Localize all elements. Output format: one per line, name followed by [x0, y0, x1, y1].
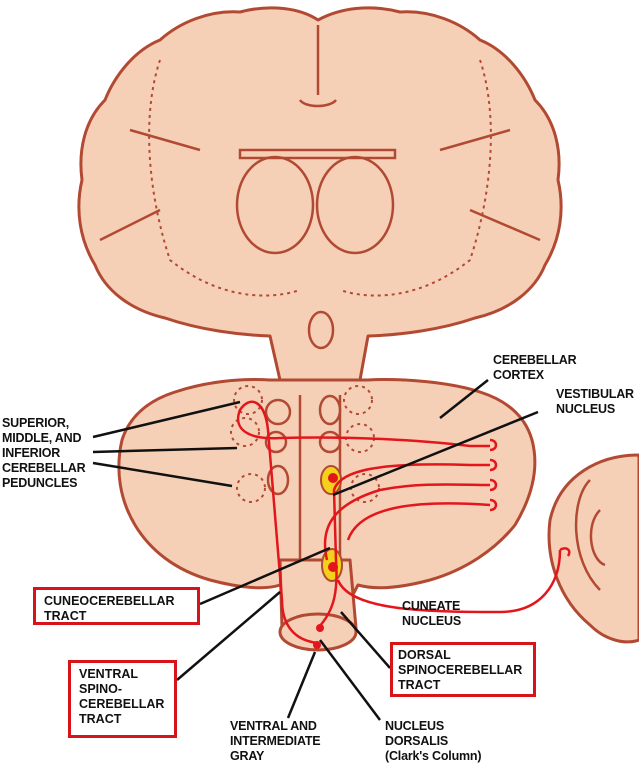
label-line: VENTRAL [79, 667, 139, 681]
ventral-spinocerebellar-tract-path [237, 400, 490, 645]
label-ventral-intermediate-gray: VENTRAL AND INTERMEDIATE GRAY [230, 719, 321, 764]
label-line: CEREBELLAR [79, 697, 165, 711]
label-line: TRACT [398, 678, 441, 692]
label-dorsal-spinocerebellar-tract: DORSAL SPINOCEREBELLAR TRACT [390, 642, 536, 697]
label-line: CUNEOCEREBELLAR [44, 594, 175, 608]
label-line: PEDUNCLES [2, 476, 78, 490]
dorsal-spinocerebellar-tract-path [317, 463, 490, 629]
label-line: CEREBELLAR [493, 353, 577, 367]
label-nucleus-dorsalis: NUCLEUS DORSALIS (Clark's Column) [385, 719, 482, 764]
label-line: MIDDLE, AND [2, 431, 82, 445]
label-cerebellar-cortex: CEREBELLAR CORTEX [493, 353, 577, 383]
label-line: SPINO- [79, 682, 123, 696]
label-line: TRACT [79, 712, 122, 726]
label-line: NUCLEUS [556, 402, 616, 416]
label-line: DORSALIS [385, 734, 448, 748]
label-cuneocerebellar-tract: CUNEOCEREBELLAR TRACT [33, 587, 200, 625]
ear [547, 453, 639, 644]
label-ventral-spinocerebellar-tract: VENTRAL SPINO- CEREBELLAR TRACT [68, 660, 177, 738]
label-line: SUPERIOR, [2, 416, 69, 430]
cerebrum [77, 6, 563, 382]
label-line: NUCLEUS [385, 719, 445, 733]
label-line: VESTIBULAR [556, 387, 634, 401]
label-line: CEREBELLAR [2, 461, 86, 475]
label-vestibular-nucleus: VESTIBULAR NUCLEUS [556, 387, 634, 417]
label-line: TRACT [44, 609, 87, 623]
label-cerebellar-peduncles: SUPERIOR, MIDDLE, AND INFERIOR CEREBELLA… [2, 416, 86, 491]
leader-lines [92, 379, 539, 721]
label-line: INTERMEDIATE [230, 734, 321, 748]
label-line: DORSAL [398, 648, 451, 662]
spinal-cord-section [278, 612, 358, 652]
label-line: CUNEATE [402, 599, 461, 613]
label-line: SPINOCEREBELLAR [398, 663, 523, 677]
label-cuneate-nucleus: CUNEATE NUCLEUS [402, 599, 461, 629]
label-line: INFERIOR [2, 446, 61, 460]
label-line: GRAY [230, 749, 265, 763]
cuneocerebellar-tract-path [323, 483, 491, 561]
vestibular-fibers [336, 502, 562, 614]
label-line: (Clark's Column) [385, 749, 482, 763]
label-line: NUCLEUS [402, 614, 462, 628]
label-line: VENTRAL AND [230, 719, 317, 733]
label-line: CORTEX [493, 368, 544, 382]
